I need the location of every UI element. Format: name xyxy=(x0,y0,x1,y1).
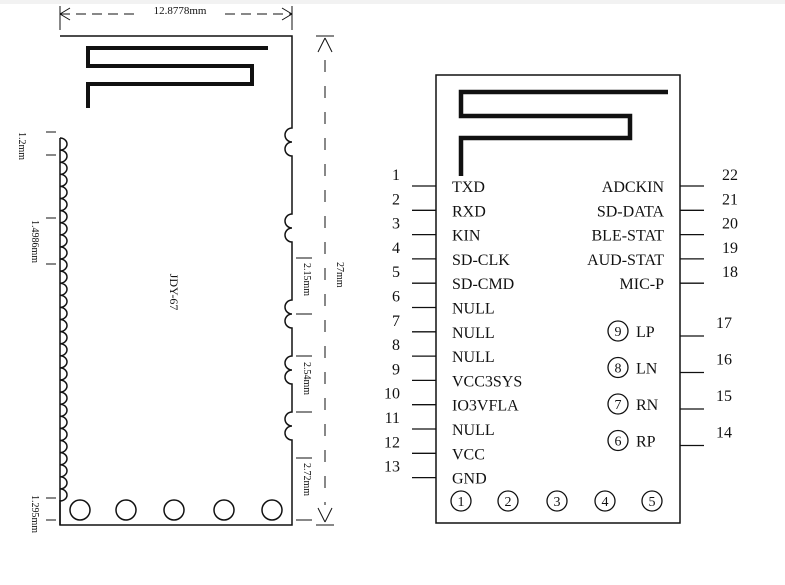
left-pin-label: SD-CLK xyxy=(452,252,510,269)
left-pin-label: TXD xyxy=(452,179,485,196)
right-pitch1-label: 2.15mm xyxy=(301,263,312,296)
circle-pin-marker xyxy=(607,429,629,452)
left-pin-label: VCC xyxy=(452,446,485,463)
circle-pin-number: 14 xyxy=(716,425,732,442)
right-pin-number: 19 xyxy=(722,240,738,257)
left-pin-number: 11 xyxy=(385,410,400,427)
circle-pin-group: 9 LP 17 8 LN 16 7 RN 15 6 RP 14 xyxy=(607,315,732,452)
left-pin-number: 2 xyxy=(392,191,400,208)
left-pin-label: NULL xyxy=(452,422,495,439)
right-pin-label: AUD-STAT xyxy=(587,252,664,269)
left-scallop-edge xyxy=(59,137,68,502)
left-pin-number: 7 xyxy=(392,313,400,330)
bottom-pad-number: 4 xyxy=(602,495,609,510)
left-pin-number: 3 xyxy=(392,216,400,233)
right-pitch2-label: 2.54mm xyxy=(301,362,312,395)
module-outline xyxy=(59,35,293,526)
left-pitch-label: 1.2mm xyxy=(16,132,27,160)
left-pin-number: 5 xyxy=(392,264,400,281)
module-label: JDY-67 xyxy=(167,274,181,311)
top-divider xyxy=(0,0,785,4)
antenna-trace-right xyxy=(458,89,668,176)
bottom-pad-5 xyxy=(261,499,283,521)
bottom-pad-number: 3 xyxy=(554,495,561,510)
pinout-outline xyxy=(435,74,681,524)
left-pitch2-label: 1.4986mm xyxy=(29,220,40,263)
bottom-pads-left xyxy=(69,499,283,521)
left-pin-label: GND xyxy=(452,471,487,488)
height-arrow-top xyxy=(316,35,334,53)
left-pin-label: KIN xyxy=(452,228,481,245)
bottom-pad-number: 2 xyxy=(505,495,512,510)
circle-pin-label: LP xyxy=(636,324,655,341)
left-pin-number: 1 xyxy=(392,167,400,184)
pinout-drawing: 1TXD2RXD3KIN4SD-CLK5SD-CMD6NULL7NULL8NUL… xyxy=(384,74,738,524)
left-pin-label: RXD xyxy=(452,203,486,220)
left-pin-label: NULL xyxy=(452,325,495,342)
circle-pin-number: 17 xyxy=(716,315,732,332)
bottom-pad-number: 5 xyxy=(649,495,656,510)
left-pin-number: 10 xyxy=(384,386,400,403)
left-pin-group: 1TXD2RXD3KIN4SD-CLK5SD-CMD6NULL7NULL8NUL… xyxy=(384,167,522,488)
bottom-pad-marker xyxy=(546,490,568,512)
circle-pin-number: 16 xyxy=(716,352,732,369)
circle-pin-marker xyxy=(607,356,629,379)
bottom-offset-label: 1.295mm xyxy=(29,495,40,533)
bottom-pad-number: 1 xyxy=(458,495,465,510)
width-arrow-right xyxy=(281,7,293,21)
bottom-pad-group: 1 2 3 4 5 xyxy=(450,490,663,512)
left-pin-number: 9 xyxy=(392,361,400,378)
right-pin-label: MIC-P xyxy=(620,276,665,293)
bottom-pad-marker xyxy=(594,490,616,512)
circle-pin-label: RN xyxy=(636,397,659,414)
bottom-pad-marker xyxy=(641,490,663,512)
bottom-pad-1 xyxy=(69,499,91,521)
circle-pin-id: 7 xyxy=(615,398,622,413)
antenna-trace-left xyxy=(86,46,268,108)
left-pin-number: 8 xyxy=(392,337,400,354)
height-arrow-bottom xyxy=(316,507,334,526)
left-pin-number: 6 xyxy=(392,289,400,306)
circle-pin-id: 9 xyxy=(615,325,622,340)
circle-pin-marker xyxy=(607,320,629,342)
bottom-pad-marker xyxy=(497,490,519,512)
left-dim-ticks xyxy=(46,131,56,521)
bottom-pad-2 xyxy=(115,499,137,521)
height-dim-label: 27mm xyxy=(334,262,345,288)
width-arrow-left xyxy=(59,7,71,21)
width-dim-label: 12.8778mm xyxy=(154,5,207,17)
left-pin-label: VCC3SYS xyxy=(452,373,522,390)
right-pin-number: 22 xyxy=(722,167,738,184)
left-pin-label: SD-CMD xyxy=(452,276,514,293)
circle-pin-number: 15 xyxy=(716,388,732,405)
left-pin-number: 4 xyxy=(392,240,400,257)
left-pin-number: 12 xyxy=(384,434,400,451)
left-pin-label: NULL xyxy=(452,301,495,318)
left-pin-number: 13 xyxy=(384,459,400,476)
right-pin-label: SD-DATA xyxy=(597,203,665,220)
circle-pin-label: LN xyxy=(636,361,658,378)
circle-pin-id: 6 xyxy=(615,435,622,450)
circle-pin-label: RP xyxy=(636,434,656,451)
right-pin-label: BLE-STAT xyxy=(592,228,665,245)
right-pin-label: ADCKIN xyxy=(602,179,665,196)
left-pin-label: IO3VFLA xyxy=(452,398,519,415)
left-pin-label: NULL xyxy=(452,349,495,366)
right-pin-number: 18 xyxy=(722,264,738,281)
footer-strip xyxy=(0,568,785,585)
circle-pin-marker xyxy=(607,393,629,415)
right-pin-number: 21 xyxy=(722,191,738,208)
bottom-pad-4 xyxy=(213,499,235,521)
right-dim-ticks xyxy=(296,257,312,521)
circle-pin-id: 8 xyxy=(615,362,622,377)
bottom-pad-3 xyxy=(163,499,185,521)
right-pin-number: 20 xyxy=(722,216,738,233)
left-module-drawing: JDY-67 12.8778mm 27mm 1.2mm 1.4986mm 1.2… xyxy=(16,5,345,533)
right-pitch3-label: 2.72mm xyxy=(301,463,312,496)
left-castellations xyxy=(59,137,68,525)
bottom-pad-marker xyxy=(450,490,472,512)
